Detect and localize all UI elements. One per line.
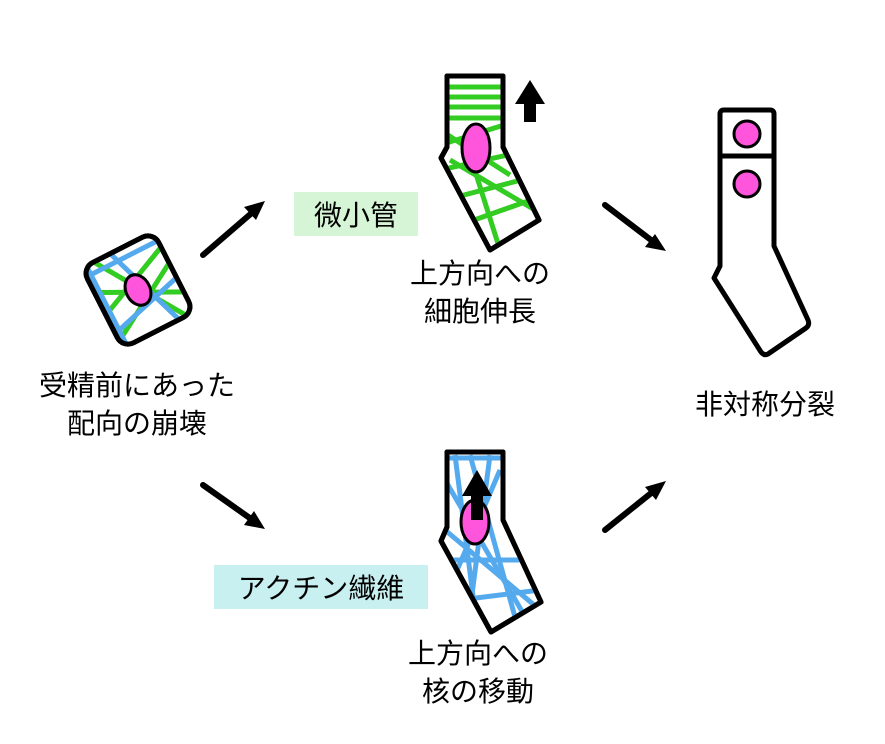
arrow-icon xyxy=(244,201,265,220)
arrow-icon xyxy=(645,481,666,500)
nucleus-move-label-line2: 核の移動 xyxy=(422,675,534,708)
result-label: 非対称分裂 xyxy=(695,388,835,421)
result-nucleus-lower-icon xyxy=(732,169,762,199)
top-cell xyxy=(438,73,542,253)
start-actin-4 xyxy=(109,272,183,340)
actin-tag-bg xyxy=(214,565,428,609)
arrow-icon xyxy=(244,511,265,529)
start-label-line2: 配向の崩壊 xyxy=(67,407,207,440)
elongation-label-line2: 細胞伸長 xyxy=(424,295,536,328)
nucleus-move-label-line1: 上方向への xyxy=(408,637,548,670)
elongation-label-line1: 上方向への xyxy=(410,257,550,290)
start-actin-2 xyxy=(81,236,164,282)
arrow-start-to-top xyxy=(200,201,265,258)
top-nucleus-icon xyxy=(460,122,492,174)
start-nucleus-icon xyxy=(123,273,153,307)
result-cell xyxy=(711,107,812,358)
start-cell xyxy=(81,233,194,349)
bottom-cell xyxy=(438,449,544,635)
arrow-icon xyxy=(645,234,666,251)
arrow-top-to-result xyxy=(602,202,666,251)
arrow-bottom-to-result xyxy=(602,481,666,533)
microtubule-tag: 微小管 xyxy=(294,192,418,236)
actin-label: アクチン繊維 xyxy=(238,572,405,605)
actin-tag: アクチン繊維 xyxy=(214,565,428,609)
start-label-line1: 受精前にあった xyxy=(39,369,235,402)
up-arrow-icon xyxy=(462,470,492,520)
up-arrow-icon xyxy=(515,80,545,122)
microtubule-tag-bg xyxy=(294,192,418,236)
result-nucleus-upper-icon xyxy=(732,119,762,149)
arrow-start-to-bottom xyxy=(200,482,265,529)
microtubule-label: 微小管 xyxy=(314,199,398,232)
